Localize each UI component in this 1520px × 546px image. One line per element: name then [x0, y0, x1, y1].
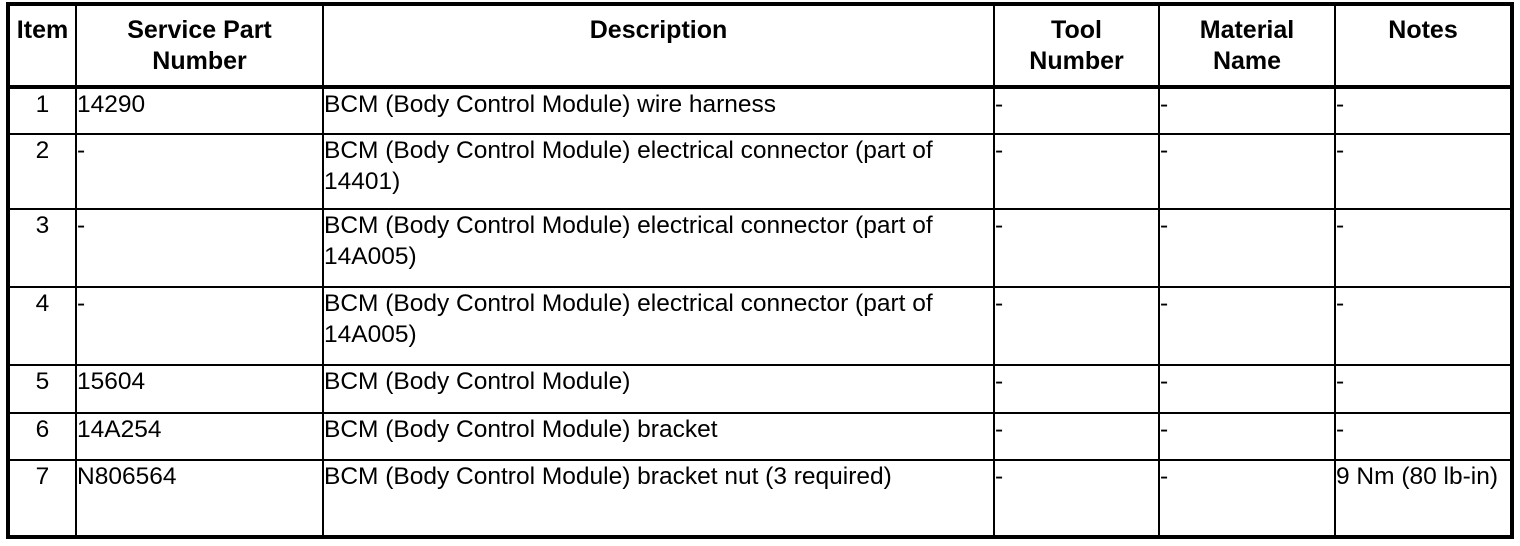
cell-item: 2	[7, 133, 77, 210]
cell-tool-number: -	[993, 86, 1160, 135]
cell-service-part-number: N806564	[75, 459, 324, 539]
column-header-service-part-number-line2: Number	[152, 46, 247, 75]
cell-item: 5	[7, 364, 77, 414]
table-row: 3 - BCM (Body Control Module) electrical…	[7, 208, 1513, 288]
column-header-tool-number-line1: Tool	[1051, 16, 1102, 44]
cell-item: 3	[7, 208, 77, 288]
column-header-notes-label: Notes	[1388, 16, 1458, 44]
cell-tool-number: -	[993, 208, 1160, 288]
column-header-description: Description	[322, 3, 995, 89]
cell-service-part-number: -	[75, 286, 324, 366]
column-header-description-label: Description	[589, 16, 728, 44]
cell-material-name: -	[1158, 86, 1336, 135]
cell-description: BCM (Body Control Module)	[322, 364, 995, 414]
cell-description: BCM (Body Control Module) electrical con…	[322, 133, 995, 210]
column-header-notes: Notes	[1334, 3, 1513, 89]
column-header-material-name-line2: Name	[1212, 46, 1282, 75]
cell-item: 6	[7, 412, 77, 461]
table-row: 7 N806564 BCM (Body Control Module) brac…	[7, 459, 1513, 539]
cell-description: BCM (Body Control Module) bracket	[322, 412, 995, 461]
column-header-tool-number-line2: Number	[1029, 46, 1124, 75]
cell-tool-number: -	[993, 412, 1160, 461]
cell-description: BCM (Body Control Module) bracket nut (3…	[322, 459, 995, 539]
table-row: 1 14290 BCM (Body Control Module) wire h…	[7, 86, 1513, 135]
cell-notes: -	[1334, 286, 1513, 366]
cell-notes: -	[1334, 364, 1513, 414]
cell-item: 7	[7, 459, 77, 539]
cell-notes: -	[1334, 133, 1513, 210]
cell-notes: 9 Nm (80 lb-in)	[1334, 459, 1513, 539]
cell-notes: -	[1334, 412, 1513, 461]
cell-material-name: -	[1158, 412, 1336, 461]
cell-description: BCM (Body Control Module) electrical con…	[322, 208, 995, 288]
table-row: 5 15604 BCM (Body Control Module) - - -	[7, 364, 1513, 414]
cell-tool-number: -	[993, 459, 1160, 539]
cell-service-part-number: -	[75, 208, 324, 288]
cell-service-part-number: 14290	[75, 86, 324, 135]
cell-description: BCM (Body Control Module) electrical con…	[322, 286, 995, 366]
column-header-item-label: Item	[16, 16, 69, 44]
column-header-service-part-number-line1: Service Part	[127, 16, 272, 44]
cell-material-name: -	[1158, 286, 1336, 366]
cell-description: BCM (Body Control Module) wire harness	[322, 86, 995, 135]
column-header-item: Item	[7, 3, 77, 89]
column-header-material-name-line1: Material	[1199, 16, 1295, 44]
table-row: 2 - BCM (Body Control Module) electrical…	[7, 133, 1513, 210]
cell-notes: -	[1334, 208, 1513, 288]
cell-material-name: -	[1158, 364, 1336, 414]
cell-material-name: -	[1158, 208, 1336, 288]
cell-service-part-number: 15604	[75, 364, 324, 414]
cell-tool-number: -	[993, 364, 1160, 414]
cell-material-name: -	[1158, 133, 1336, 210]
table-row: 6 14A254 BCM (Body Control Module) brack…	[7, 412, 1513, 461]
table-row: 4 - BCM (Body Control Module) electrical…	[7, 286, 1513, 366]
cell-service-part-number: 14A254	[75, 412, 324, 461]
cell-notes: -	[1334, 86, 1513, 135]
cell-tool-number: -	[993, 286, 1160, 366]
cell-tool-number: -	[993, 133, 1160, 210]
cell-service-part-number: -	[75, 133, 324, 210]
cell-item: 4	[7, 286, 77, 366]
table-body: 1 14290 BCM (Body Control Module) wire h…	[7, 86, 1513, 539]
cell-material-name: -	[1158, 459, 1336, 539]
cell-item: 1	[7, 86, 77, 135]
